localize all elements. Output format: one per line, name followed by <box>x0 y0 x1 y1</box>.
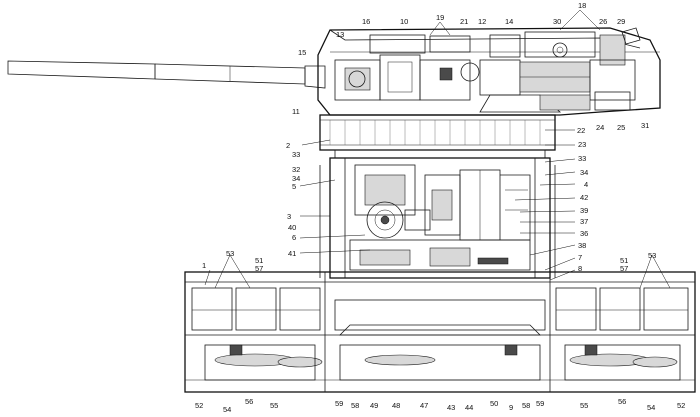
label-26: 26 <box>599 17 607 26</box>
label-32: 32 <box>292 165 300 174</box>
hull-structure <box>184 271 696 393</box>
label-57b: 57 <box>620 264 628 273</box>
label-15: 15 <box>298 48 306 57</box>
label-38: 38 <box>578 241 586 250</box>
label-22: 22 <box>577 126 585 135</box>
label-54a: 54 <box>223 405 231 414</box>
label-19: 19 <box>436 13 444 22</box>
label-55b: 55 <box>580 401 588 410</box>
label-49: 49 <box>370 401 378 410</box>
label-10: 10 <box>400 17 408 26</box>
label-14: 14 <box>505 17 513 26</box>
label-2: 2 <box>286 141 290 150</box>
label-44: 44 <box>465 403 473 412</box>
label-9: 9 <box>509 403 513 412</box>
label-59a: 59 <box>335 399 343 408</box>
label-24: 24 <box>596 123 604 132</box>
label-4: 4 <box>584 180 588 189</box>
label-52a: 52 <box>195 401 203 410</box>
label-59b: 59 <box>536 399 544 408</box>
label-33b: 33 <box>578 154 586 163</box>
turret-ring <box>319 114 556 159</box>
label-34b: 34 <box>580 168 588 177</box>
label-21: 21 <box>460 17 468 26</box>
label-7: 7 <box>578 253 582 262</box>
label-53a: 53 <box>226 249 234 258</box>
label-47: 47 <box>420 401 428 410</box>
label-42: 42 <box>580 193 588 202</box>
label-31: 31 <box>641 121 649 130</box>
label-30: 30 <box>553 17 561 26</box>
label-57a: 57 <box>255 264 263 273</box>
label-53b: 53 <box>648 251 656 260</box>
label-6: 6 <box>292 233 296 242</box>
gun-barrel <box>7 60 326 89</box>
label-41: 41 <box>288 249 296 258</box>
label-55a: 55 <box>270 401 278 410</box>
label-3: 3 <box>287 212 291 221</box>
label-13: 13 <box>336 30 344 39</box>
label-51b: 51 <box>620 256 628 265</box>
label-leaders <box>204 9 671 289</box>
label-58b: 58 <box>522 401 530 410</box>
label-16: 16 <box>362 17 370 26</box>
label-34a: 34 <box>292 174 300 183</box>
label-50: 50 <box>490 399 498 408</box>
label-11: 11 <box>292 107 300 116</box>
label-18: 18 <box>578 1 586 10</box>
label-56a: 56 <box>245 397 253 406</box>
label-8: 8 <box>578 264 582 273</box>
label-25: 25 <box>617 123 625 132</box>
label-29: 29 <box>617 17 625 26</box>
label-48: 48 <box>392 401 400 410</box>
label-33a: 33 <box>292 150 300 159</box>
label-43: 43 <box>447 403 455 412</box>
label-51a: 51 <box>255 256 263 265</box>
label-12: 12 <box>478 17 486 26</box>
label-52b: 52 <box>677 401 685 410</box>
label-1: 1 <box>202 261 206 270</box>
label-37: 37 <box>580 217 588 226</box>
label-54b: 54 <box>647 403 655 412</box>
label-36: 36 <box>580 229 588 238</box>
label-40: 40 <box>288 223 296 232</box>
part-labels: 1 2 3 4 5 6 7 8 9 10 11 12 13 14 15 16 1… <box>195 1 685 414</box>
label-23: 23 <box>578 140 586 149</box>
barbette-trunk <box>319 157 556 279</box>
turret-housing <box>317 27 661 116</box>
label-56b: 56 <box>618 397 626 406</box>
label-39: 39 <box>580 206 588 215</box>
label-5: 5 <box>292 182 296 191</box>
label-58a: 58 <box>351 401 359 410</box>
